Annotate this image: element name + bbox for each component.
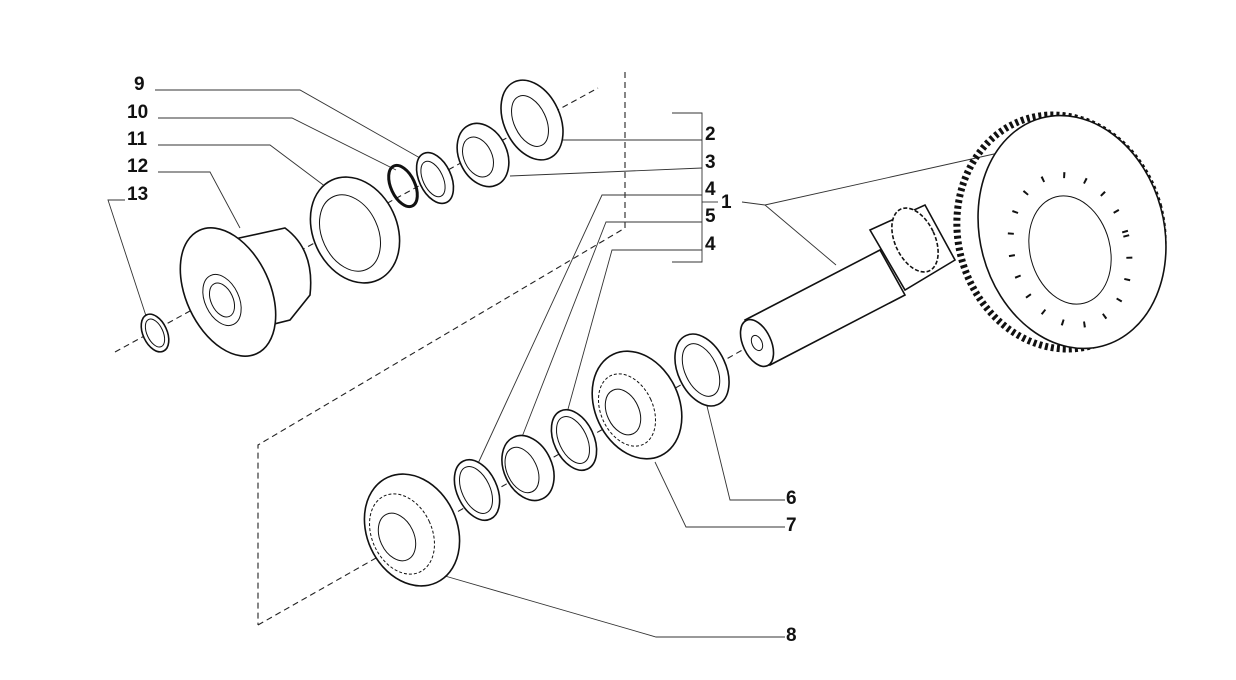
- part-6-shim: [674, 333, 730, 407]
- part-7-bearing: [591, 350, 683, 460]
- callout-5: 5: [705, 206, 716, 227]
- callout-10: 10: [127, 102, 148, 123]
- callout-11: 11: [127, 129, 148, 150]
- callout-4: 4: [705, 179, 716, 200]
- part-13-circlip: [140, 313, 170, 353]
- callout-13: 13: [127, 184, 148, 205]
- part-1-ring-gear: [953, 111, 1167, 353]
- part-3-ring-nut: [456, 122, 510, 188]
- part-4-shim-lower: [453, 458, 501, 522]
- part-2-lock-washer: [500, 79, 564, 161]
- callout-8: 8: [786, 625, 797, 646]
- callout-labels: 9 10 11 12 13 2 3 4 5 4 1 6 7 8: [127, 74, 797, 646]
- callout-4: 4: [705, 234, 716, 255]
- part-9-washer: [415, 151, 455, 205]
- part-4-shim-upper: [550, 408, 598, 472]
- part-5-spacer: [501, 434, 555, 502]
- part-10-o-ring: [387, 163, 419, 209]
- part-8-bearing: [363, 473, 461, 587]
- callout-12: 12: [127, 156, 148, 177]
- callout-3: 3: [705, 152, 716, 173]
- part-12-flange: [179, 227, 312, 357]
- part-1-pinion-shaft: [739, 203, 957, 368]
- callout-9: 9: [134, 74, 145, 95]
- part-11-seal: [309, 176, 401, 284]
- callout-6: 6: [786, 488, 797, 509]
- callout-2: 2: [705, 124, 716, 145]
- callout-1: 1: [721, 192, 732, 213]
- leader-lines: [107, 89, 1013, 638]
- callout-7: 7: [786, 515, 797, 536]
